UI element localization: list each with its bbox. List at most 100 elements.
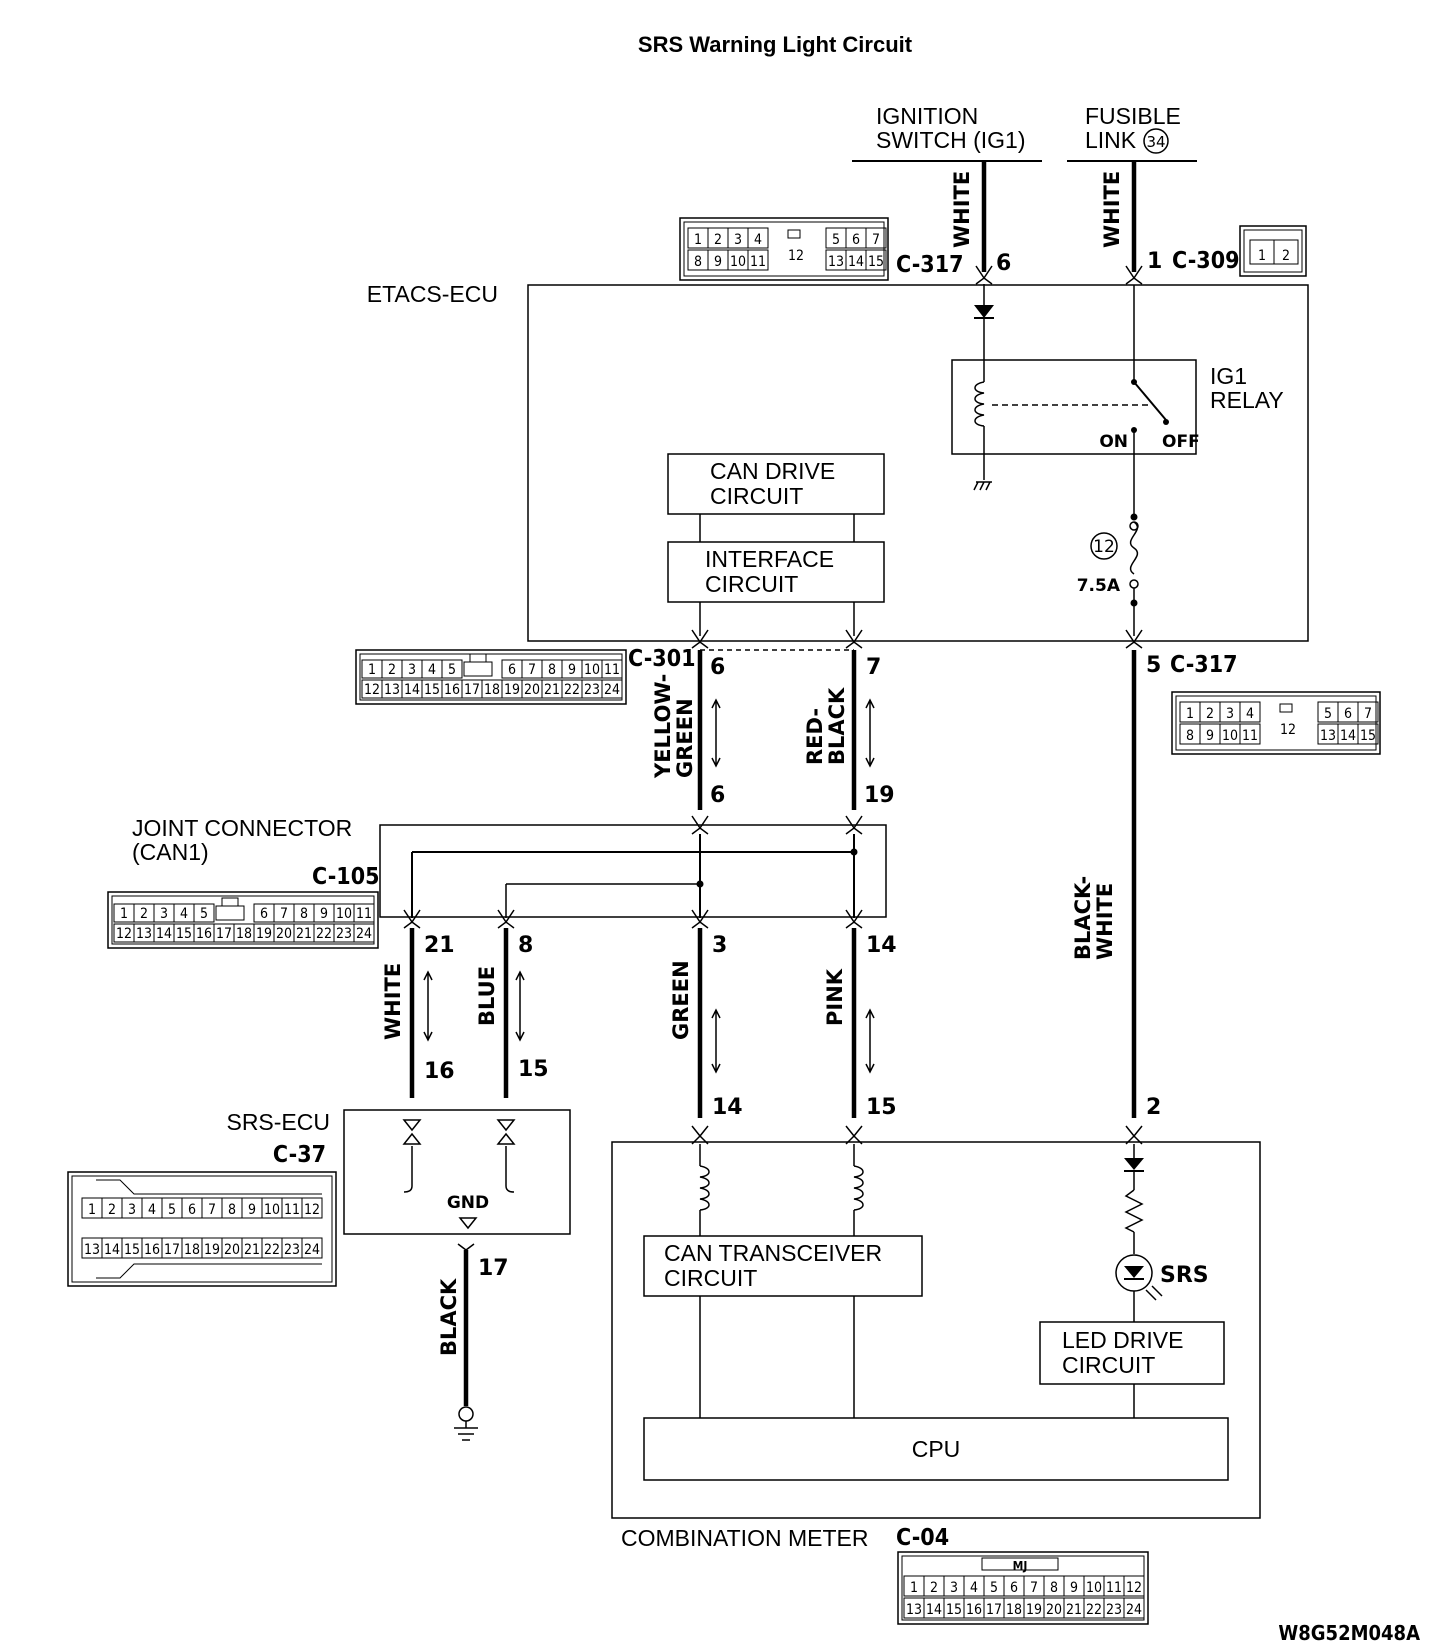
pin-srs-17: 17 [478,1256,509,1281]
connector-pin-cell: 3 [950,1580,958,1596]
connector-pin-cell: 22 [564,682,580,698]
connector-pin-cell: 15 [424,682,440,698]
connector-pin-cell: 9 [1070,1580,1078,1596]
bidirectional-arrow-icon [711,1008,721,1074]
connector-c317-top-label: C-317 [896,252,964,278]
connector-face-c105 [107,891,379,949]
cpu-label: CPU [912,1436,961,1462]
diode-icon [1124,1158,1144,1170]
connector-pin-cell: 1 [1258,248,1266,264]
connector-pin-cell: 7 [208,1202,216,1218]
connector-pin-cell: 3 [408,662,416,678]
connector-pin-cell: 17 [986,1602,1002,1618]
connector-pin-cell: 7 [872,232,880,248]
connector-pin-cell: 17 [216,926,232,942]
pin-jc-21: 21 [424,933,455,958]
connector-pin-cell: 9 [568,662,576,678]
connector-face-c37 [67,1171,337,1287]
connector-pin-cell: 6 [1344,706,1352,722]
led-drive-label-line1: LED DRIVE [1062,1327,1183,1353]
connector-face-c317-top [679,217,889,281]
connector-c309-label: C-309 [1172,248,1240,274]
cpu-box [643,1417,1229,1481]
connector-pin-cell: 5 [448,662,456,678]
connector-pin-cell: 18 [184,1242,200,1258]
connector-pin-cell: 14 [1340,728,1356,744]
bidirectional-arrow-icon [515,970,525,1042]
connector-pin-cell: 19 [1026,1602,1042,1618]
connector-pin-cell: 24 [356,926,372,942]
pin-srs-16: 16 [424,1059,455,1084]
fusible-link-number: 34 [1146,133,1165,151]
fuse-number: 12 [1093,537,1115,557]
connector-pin-cell: 6 [1010,1580,1018,1596]
connector-pin-cell: 7 [528,662,536,678]
diagram-title: SRS Warning Light Circuit [638,32,913,57]
can-transceiver-label-line1: CAN TRANSCEIVER [664,1240,882,1266]
bidirectional-arrow-icon [711,698,721,768]
wire-label-blue: BLUE [475,966,499,1026]
connector-pin-cell: 5 [832,232,840,248]
connector-pin-cell: 2 [714,232,722,248]
etacs-ecu-box [527,284,1309,642]
wire-label-bw-2: WHITE [1093,883,1117,960]
connector-arrow-cm-15 [845,1125,863,1145]
connector-pin-cell: 8 [1186,728,1194,744]
connector-pin-cell: 16 [196,926,212,942]
connector-pin-cell: 1 [368,662,376,678]
ig1-relay-box [951,359,1197,455]
can-drive-circuit-box [667,453,885,515]
connector-arrow-c301-6 [691,629,709,649]
connector-pin-cell: 12 [116,926,132,942]
connector-pin-cell: 13 [828,254,844,270]
connector-arrow-jc-8 [497,909,515,929]
connector-pin-cell: 22 [316,926,332,942]
connector-pin-cell: 7 [1364,706,1372,722]
connector-pin-cell: 13 [906,1602,922,1618]
connector-pin-cell: 13 [1320,728,1336,744]
joint-connector-box [379,824,887,918]
connector-pin-cell: 12 [304,1202,320,1218]
connector-pin-cell: 4 [148,1202,156,1218]
connector-arrow-cm-14 [691,1125,709,1145]
connector-pin-cell: 14 [404,682,420,698]
connector-c301-label: C-301 [628,646,696,672]
connector-c04-tag: MJ [1013,1559,1028,1573]
connector-pin-cell: 8 [300,906,308,922]
fusible-link-label-line1: FUSIBLE [1085,103,1181,129]
wire-label-bw-1: BLACK- [1071,876,1095,960]
connector-pin-cell: 8 [1050,1580,1058,1596]
connector-pin-cell: 10 [336,906,352,922]
connector-symbol-srs-16 [402,1119,422,1145]
connector-pin-cell: 20 [276,926,292,942]
connector-pin-cell: 12 [364,682,380,698]
connector-pin-cell: 17 [164,1242,180,1258]
connector-pin-cell: 4 [180,906,188,922]
wire-label-rb-2: BLACK [825,687,849,765]
connector-arrow-jc-3 [691,909,709,929]
pin-jc-19: 19 [864,783,895,808]
connector-pin-cell: 2 [1282,248,1290,264]
connector-pin-cell: 14 [104,1242,120,1258]
wire-label-ign-white: WHITE [950,171,974,248]
relay-switch-icon [1133,381,1167,421]
srs-gnd-label: GND [447,1193,489,1213]
connector-pin-cell: 22 [264,1242,280,1258]
connector-arrow-c317-5 [1125,629,1143,649]
ignition-switch-source: IGNITION SWITCH (IG1) [852,103,1042,162]
wire-label-yg-2: GREEN [673,698,697,778]
ig1-relay-label-line2: RELAY [1210,387,1284,413]
connector-pin-cell: 4 [970,1580,978,1596]
connector-pin-cell: 2 [140,906,148,922]
connector-pin-cell: 16 [144,1242,160,1258]
connector-arrow-c317-6 [975,265,993,285]
connector-pin-cell: 6 [188,1202,196,1218]
relay-coil-icon [974,381,985,427]
led-drive-label-line2: CIRCUIT [1062,1352,1155,1378]
connector-arrow-jc-19 [845,815,863,835]
connector-pin-cell: 17 [464,682,480,698]
connector-pin-cell: 16 [966,1602,982,1618]
connector-pin-cell: 19 [504,682,520,698]
connector-pin-cell: 12 [1280,722,1296,738]
ground-icon-relay [973,481,992,491]
